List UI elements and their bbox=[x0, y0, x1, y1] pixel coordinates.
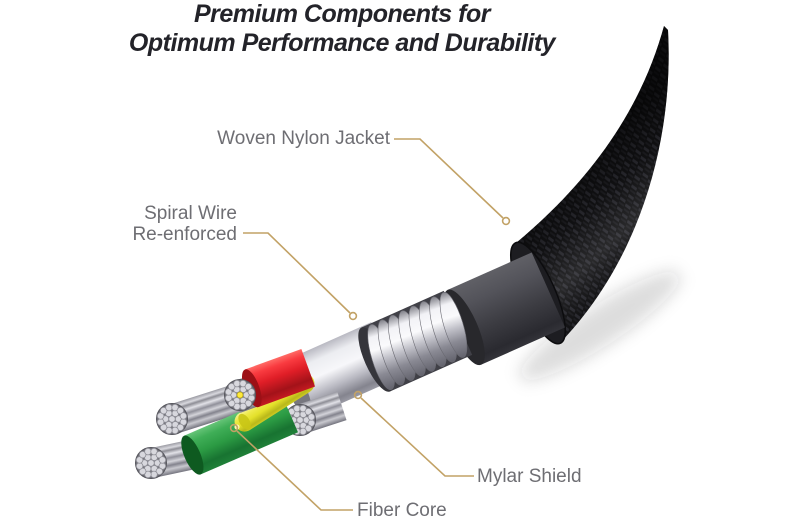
callout-dot-mylar-shield bbox=[353, 390, 363, 400]
callout-dot-spiral-wire bbox=[348, 311, 358, 321]
bare-wire-1-cut-face bbox=[156, 403, 188, 435]
green-conductor-cut-face bbox=[135, 447, 167, 479]
cable-shadow bbox=[519, 271, 681, 381]
page-title: Premium Components for Optimum Performan… bbox=[0, 0, 684, 58]
callout-dot-fiber-core bbox=[229, 423, 239, 433]
braided-jacket bbox=[516, 26, 669, 343]
label-woven-nylon-jacket: Woven Nylon Jacket bbox=[217, 128, 390, 149]
callout-dot-woven-nylon-jacket bbox=[501, 216, 511, 226]
label-spiral-wire: Spiral Wire Re-enforced bbox=[60, 203, 237, 245]
title-line-1: Premium Components for bbox=[194, 0, 490, 28]
leader-mylar-shield bbox=[360, 397, 474, 477]
title-line-2: Optimum Performance and Durability bbox=[128, 29, 556, 57]
leader-spiral-wire bbox=[243, 232, 351, 314]
red-conductor-fiber-dot bbox=[236, 391, 244, 399]
leader-woven-nylon-jacket bbox=[394, 138, 504, 219]
label-spiral-wire-line1: Spiral Wire bbox=[144, 203, 237, 224]
leader-fiber-core bbox=[236, 430, 353, 511]
label-fiber-core: Fiber Core bbox=[357, 500, 447, 520]
spiral-wire-shield bbox=[358, 290, 473, 392]
label-mylar-shield: Mylar Shield bbox=[477, 466, 582, 487]
label-spiral-wire-line2: Re-enforced bbox=[132, 224, 237, 245]
